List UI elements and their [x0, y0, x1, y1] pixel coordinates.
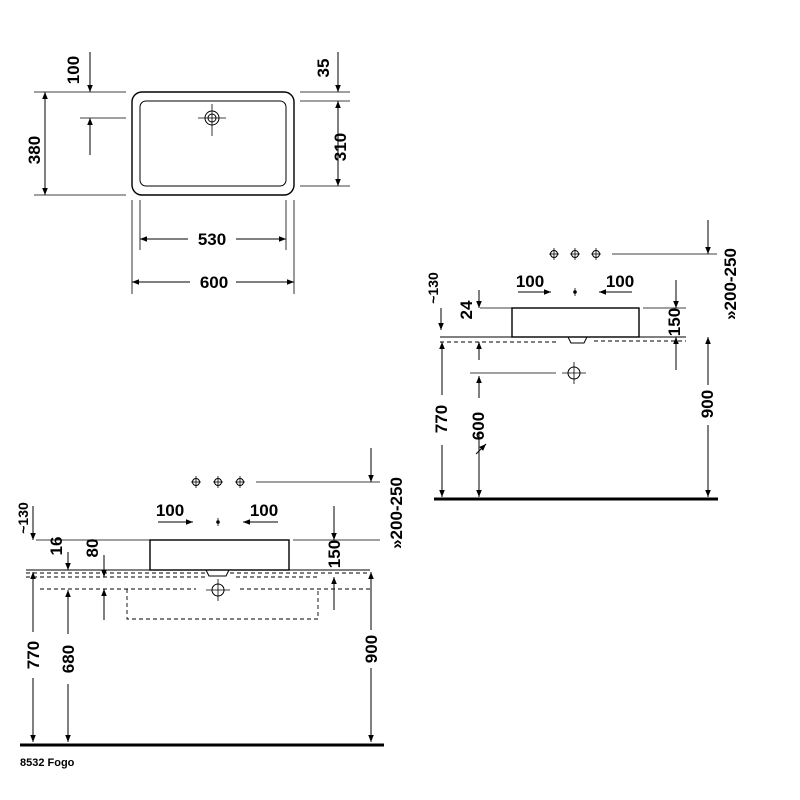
- dim-tap-height: »200-250: [721, 248, 740, 320]
- dim-depth-80: 80: [83, 539, 102, 558]
- basin-side-outline: [511, 307, 640, 338]
- drain-outlet-icon: [206, 579, 230, 601]
- drain-outlet-icon: [562, 362, 586, 384]
- dim-height-150: 150: [325, 540, 344, 568]
- basin-side-outline: [149, 539, 290, 571]
- side-view-left: 100 100 ~130 16 80 150 »200-250 770 680 …: [15, 448, 406, 747]
- top-view: 100 380 35 310 530 600: [25, 52, 350, 294]
- dim-total-900: 900: [362, 635, 381, 663]
- dim-offset-top: 100: [64, 56, 83, 84]
- dim-tap-left: 100: [156, 501, 184, 520]
- basin-outer-outline: [131, 91, 295, 196]
- dim-width-inner: 530: [198, 230, 226, 249]
- drain-icon: [198, 104, 226, 136]
- dim-height-150: 150: [665, 308, 684, 336]
- product-caption: 8532 Fogo: [20, 757, 75, 769]
- dim-rim-top: 35: [314, 59, 333, 78]
- dim-rim-24: 24: [457, 300, 476, 319]
- dim-tap-height: »200-250: [387, 477, 406, 549]
- dim-tap-left: 100: [516, 272, 544, 291]
- dim-depth-outer: 380: [25, 136, 44, 164]
- dim-tap-right: 100: [606, 272, 634, 291]
- dim-rim-16: 16: [47, 537, 66, 556]
- dim-counter-770: 770: [24, 641, 43, 669]
- side-view-right: 100 100 ~130 24 150 »200-250 770 600 900: [425, 220, 740, 501]
- dim-approx-130: ~130: [425, 272, 441, 304]
- dim-depth-inner: 310: [331, 133, 350, 161]
- dim-drain-600: 600: [469, 412, 488, 440]
- basin-inner-outline: [139, 100, 287, 187]
- dim-total-900: 900: [698, 390, 717, 418]
- tap-symbol-icon: [549, 248, 601, 260]
- dim-counter-770: 770: [432, 405, 451, 433]
- dim-tap-right: 100: [250, 501, 278, 520]
- dim-width-outer: 600: [200, 273, 228, 292]
- dim-cabinet-680: 680: [59, 645, 78, 673]
- tap-symbol-icon: [191, 476, 245, 488]
- dim-approx-130: ~130: [15, 502, 31, 534]
